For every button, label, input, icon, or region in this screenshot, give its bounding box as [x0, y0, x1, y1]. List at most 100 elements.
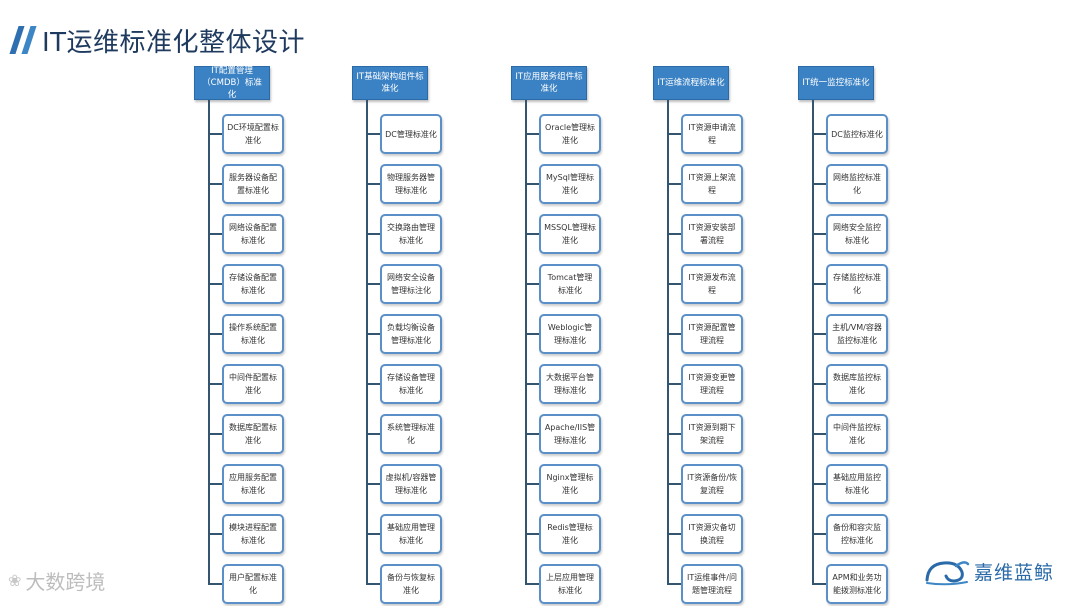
watermark-text: 大数跨境: [25, 570, 106, 594]
connector-line: [366, 533, 380, 535]
connector-line: [812, 433, 826, 435]
item-node: Tomcat管理标准化: [539, 264, 601, 304]
column-header: IT基础架构组件标准化: [352, 66, 428, 100]
trunk-line: [812, 100, 814, 585]
connector-line: [208, 483, 222, 485]
item-node: 主机/VM/容器监控标准化: [826, 314, 888, 354]
connector-line: [525, 183, 539, 185]
connector-line: [667, 533, 681, 535]
trunk-line: [667, 100, 669, 585]
company-logo: 嘉维蓝鲸: [924, 556, 1054, 586]
trunk-line: [366, 100, 368, 585]
logo-text: 嘉维蓝鲸: [974, 561, 1055, 584]
item-node: 系统管理标准化: [380, 414, 442, 454]
item-node: Apache/IIS管理标准化: [539, 414, 601, 454]
item-node: APM和业务功能拨测标准化: [826, 564, 888, 604]
connector-line: [366, 433, 380, 435]
connector-line: [812, 233, 826, 235]
item-node: 负载均衡设备管理标准化: [380, 314, 442, 354]
item-node: 数据库配置标准化: [222, 414, 284, 454]
item-node: DC管理标准化: [380, 114, 442, 154]
item-node: 网络设备配置标准化: [222, 214, 284, 254]
item-node: 网络安全设备管理标注化: [380, 264, 442, 304]
column-header: IT运维流程标准化: [653, 66, 729, 100]
connector-line: [366, 133, 380, 135]
connector-line: [525, 483, 539, 485]
item-node: 数据库监控标准化: [826, 364, 888, 404]
item-node: IT资源到期下架流程: [681, 414, 743, 454]
connector-line: [812, 533, 826, 535]
item-node: IT资源安装部署流程: [681, 214, 743, 254]
connector-line: [366, 333, 380, 335]
item-node: DC环境配置标准化: [222, 114, 284, 154]
item-node: MySql管理标准化: [539, 164, 601, 204]
item-node: Oracle管理标准化: [539, 114, 601, 154]
connector-line: [208, 333, 222, 335]
connector-line: [366, 233, 380, 235]
whale-logo-icon: [925, 561, 970, 586]
connector-line: [667, 183, 681, 185]
connector-line: [208, 283, 222, 285]
column-header: IT应用服务组件标准化: [511, 66, 587, 100]
connector-line: [208, 133, 222, 135]
connector-line: [667, 483, 681, 485]
connector-line: [812, 333, 826, 335]
connector-line: [525, 583, 539, 585]
connector-line: [208, 433, 222, 435]
connector-line: [366, 383, 380, 385]
item-node: 模块进程配置标准化: [222, 514, 284, 554]
item-node: 中间件配置标准化: [222, 364, 284, 404]
connector-line: [667, 433, 681, 435]
item-node: 存储设备管理标准化: [380, 364, 442, 404]
watermark: ❀ 大数跨境: [8, 566, 105, 595]
item-node: IT资源备份/恢复流程: [681, 464, 743, 504]
connector-line: [525, 133, 539, 135]
item-node: 存储监控标准化: [826, 264, 888, 304]
connector-line: [812, 383, 826, 385]
connector-line: [525, 283, 539, 285]
item-node: 网络监控标准化: [826, 164, 888, 204]
connector-line: [812, 183, 826, 185]
connector-line: [812, 483, 826, 485]
item-node: IT资源申请流程: [681, 114, 743, 154]
item-node: 服务器设备配置标准化: [222, 164, 284, 204]
item-node: Nginx管理标准化: [539, 464, 601, 504]
item-node: 网络安全监控标准化: [826, 214, 888, 254]
connector-line: [525, 533, 539, 535]
connector-line: [667, 333, 681, 335]
item-node: IT资源灾备切换流程: [681, 514, 743, 554]
item-node: 中间件监控标准化: [826, 414, 888, 454]
connector-line: [208, 233, 222, 235]
item-node: 上层应用管理标准化: [539, 564, 601, 604]
item-node: 交换路由管理标准化: [380, 214, 442, 254]
connector-line: [208, 383, 222, 385]
item-node: Weblogic管理标准化: [539, 314, 601, 354]
connector-line: [208, 583, 222, 585]
item-node: 应用服务配置标准化: [222, 464, 284, 504]
trunk-line: [208, 100, 210, 585]
item-node: 基础应用监控标准化: [826, 464, 888, 504]
connector-line: [208, 533, 222, 535]
item-node: Redis管理标准化: [539, 514, 601, 554]
item-node: IT资源上架流程: [681, 164, 743, 204]
page-title: IT运维标准化整体设计: [42, 27, 306, 58]
connector-line: [525, 333, 539, 335]
item-node: 操作系统配置标准化: [222, 314, 284, 354]
connector-line: [812, 583, 826, 585]
title-accent-bar: [21, 26, 37, 54]
connector-line: [208, 183, 222, 185]
connector-line: [812, 133, 826, 135]
item-node: 备份与恢复标准化: [380, 564, 442, 604]
connector-line: [812, 283, 826, 285]
item-node: 大数据平台管理标准化: [539, 364, 601, 404]
item-node: IT资源配置管理流程: [681, 314, 743, 354]
connector-line: [525, 433, 539, 435]
connector-line: [667, 583, 681, 585]
item-node: 存储设备配置标准化: [222, 264, 284, 304]
connector-line: [525, 383, 539, 385]
title-row: IT运维标准化整体设计: [9, 20, 306, 60]
connector-line: [366, 583, 380, 585]
item-node: 虚拟机/容器管理标准化: [380, 464, 442, 504]
column-header: IT配置管理（CMDB）标准化: [194, 66, 270, 100]
wechat-icon: ❀: [8, 571, 22, 590]
